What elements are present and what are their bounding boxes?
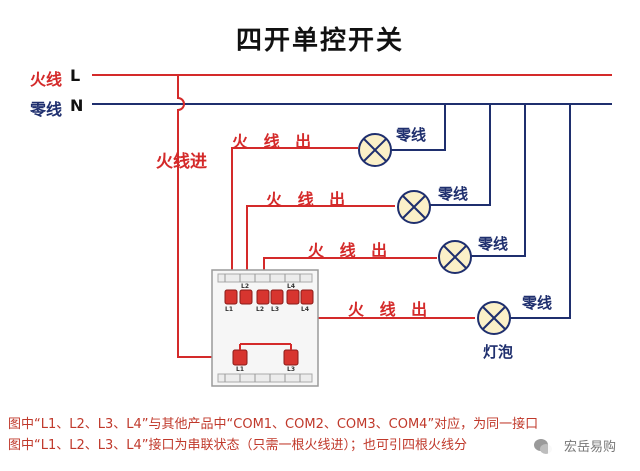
neutral-drop-2 [430,104,491,206]
lamp-3 [438,240,472,274]
hot-out-label-2: 火 线 出 [266,190,351,209]
neutral-line-label: 零线 [30,100,63,119]
lamp-4 [477,301,511,335]
live-feed-wire [177,75,232,358]
live-in-label: 火线进 [156,152,207,172]
switch-module [211,269,319,387]
terminal-sublabel-L4: L4 [301,306,309,313]
terminal-sublabel-L1: L1 [225,306,233,313]
terminal-sublabel-L3: L3 [271,306,279,313]
hot-out-label-1: 火 线 出 [232,132,317,151]
hot-wire-1 [231,147,358,290]
explanation-note: 图中“L1、L2、L3、L4”与其他产品中“COM1、COM2、COM3、COM… [8,414,638,456]
neutral-drop-4 [510,104,571,319]
terminal-sublabel-L2: L2 [256,306,264,313]
neutral-label-2: 零线 [438,185,469,203]
neutral-label-4: 零线 [522,294,553,312]
terminal-top-1 [224,289,238,305]
lamp-1 [358,133,392,167]
hot-out-label-4: 火 线 出 [348,300,433,319]
neutral-label-3: 零线 [478,235,509,253]
terminal-top-3 [256,289,270,305]
terminal-bottom-1 [232,349,248,366]
hot-wire-2 [246,205,395,290]
live-line-letter: L [70,66,81,85]
terminal-bottom-2 [283,349,299,366]
terminal-label-bottom-L1: L1 [236,366,244,373]
terminal-top-5 [286,289,300,305]
hot-out-label-3: 火 线 出 [308,241,393,260]
top-terminals [224,289,314,305]
bulb-label: 灯泡 [483,343,514,361]
neutral-label-1: 零线 [396,126,427,144]
terminal-label-bottom-L3: L3 [287,366,295,373]
terminal-top-2 [239,289,253,305]
terminal-top-6 [300,289,314,305]
neutral-drop-1 [390,104,446,151]
neutral-line-letter: N [70,96,84,115]
neutral-drop-3 [470,104,526,257]
live-line-label: 火线 [30,70,63,89]
note-line-2: 图中“L1、L2、L3、L4”接口为串联状态（只需一根火线进）；也可引四根火线分 [8,438,468,453]
diagram-title: 四开单控开关 [235,26,404,56]
terminal-label-top-L2: L2 [241,283,249,290]
watermark-text: 宏岳易购 [548,436,621,455]
lamp-2 [397,190,431,224]
terminal-top-4 [270,289,284,305]
bottom-terminals [232,349,299,366]
note-line-1: 图中“L1、L2、L3、L4”与其他产品中“COM1、COM2、COM3、COM… [8,417,539,432]
terminal-label-top-L4: L4 [287,283,295,290]
